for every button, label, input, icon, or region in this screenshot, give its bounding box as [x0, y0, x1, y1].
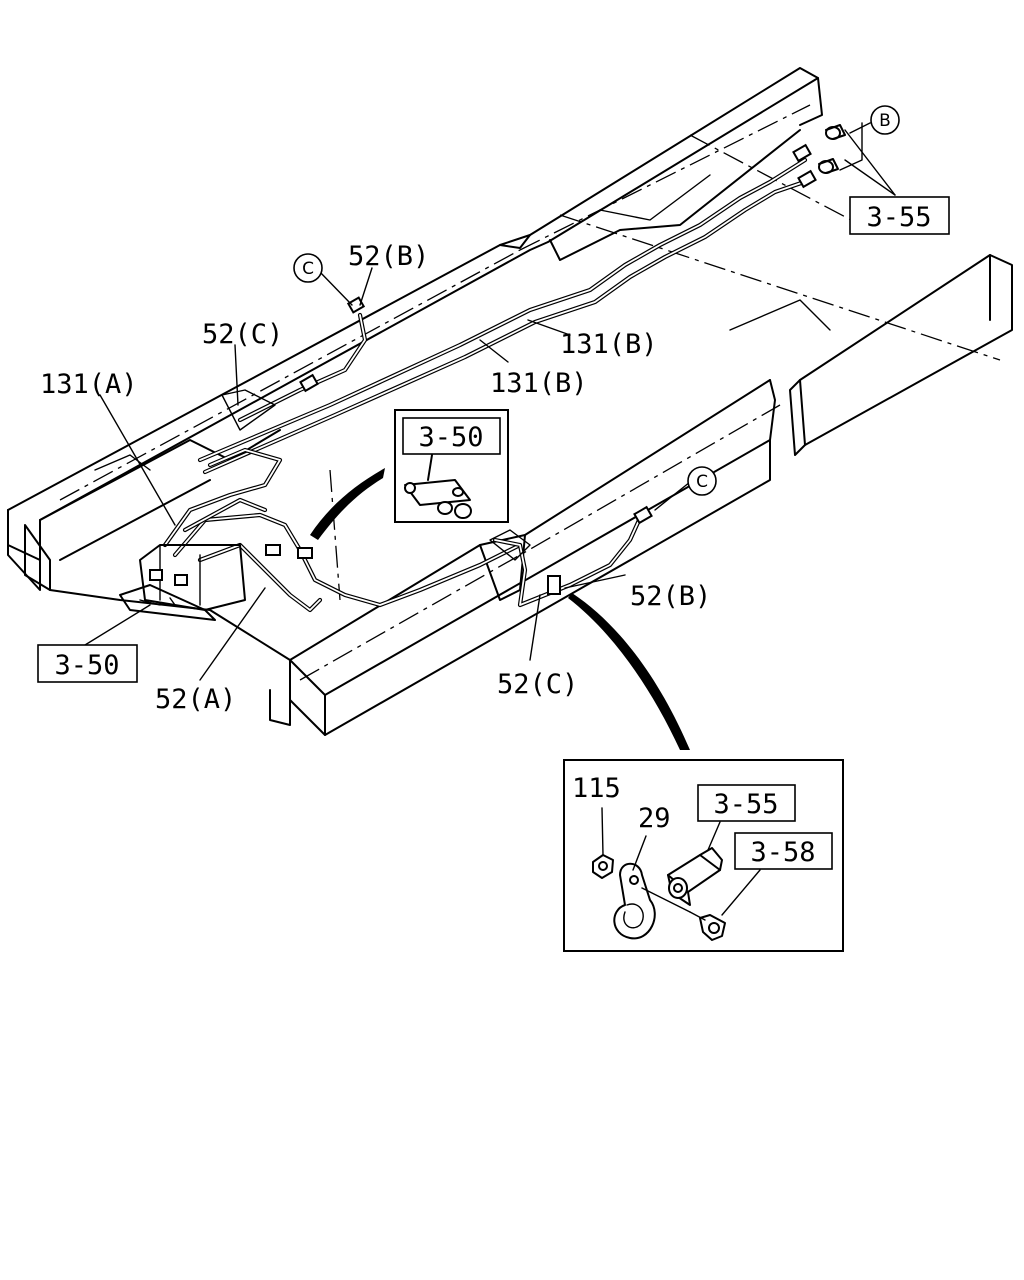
valve-assembly [119, 544, 246, 621]
clip-part [613, 862, 691, 940]
bolt-part [689, 911, 726, 941]
ref-box-3-55-top: 3-55 [849, 196, 950, 235]
chassis-frame [7, 67, 1013, 736]
ref-box-3-50-left: 3-50 [37, 644, 138, 683]
ref-3-50-left-text: 3-50 [54, 650, 119, 681]
inset-3-50: 3-50 [394, 409, 509, 523]
circle-marker-c-right: C [687, 466, 717, 496]
circle-marker-b: B [870, 105, 900, 135]
pointer-arrow-upper [310, 468, 385, 540]
circle-marker-c-top-text: C [302, 259, 314, 279]
circle-marker-c-top: C [293, 253, 323, 283]
pointer-arrow-lower [568, 593, 690, 750]
part-labels: 52(B) 52(C) 131(A) 131(B) 131(B) 52(B) 5… [40, 241, 711, 715]
leader-lines [84, 122, 896, 681]
label-52c-top: 52(C) [202, 319, 283, 350]
rear-connector-lower [818, 158, 839, 174]
nut-part [592, 854, 614, 879]
detail-ref-3-58: 3-58 [750, 837, 815, 868]
detail-label-29: 29 [638, 803, 671, 834]
fittings [265, 124, 846, 595]
label-52b-right: 52(B) [630, 581, 711, 612]
circle-marker-c-right-text: C [696, 472, 708, 492]
ref-3-55-top-text: 3-55 [866, 202, 931, 233]
label-52b-top: 52(B) [348, 241, 429, 272]
label-131a: 131(A) [40, 369, 138, 400]
valve-part [404, 454, 472, 519]
ref-3-50-inset-text: 3-50 [418, 422, 483, 453]
rear-connector-upper [825, 124, 846, 140]
brake-pipes [162, 157, 813, 613]
detail-ref-3-55: 3-55 [713, 789, 778, 820]
circle-marker-b-text: B [879, 111, 891, 131]
label-52a: 52(A) [155, 684, 236, 715]
spacer-part [667, 847, 723, 906]
detail-label-115: 115 [572, 773, 621, 804]
detail-box: 115 29 3-55 3-58 [563, 759, 844, 952]
label-52c-bottom: 52(C) [497, 669, 578, 700]
label-131b-lower: 131(B) [490, 368, 588, 399]
label-131b-upper: 131(B) [560, 329, 658, 360]
